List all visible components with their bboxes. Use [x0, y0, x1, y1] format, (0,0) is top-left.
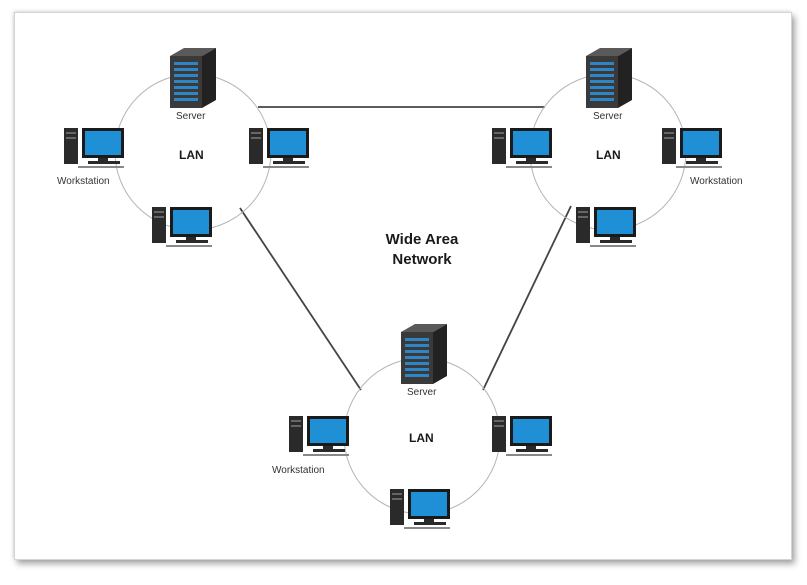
workstation-icon [492, 416, 552, 456]
lan-bottom: Server LAN Workstation [272, 324, 552, 529]
server-label: Server [176, 111, 206, 122]
lan-label: LAN [179, 148, 204, 162]
workstation-icon [390, 489, 450, 529]
workstation-label: Workstation [57, 176, 110, 187]
workstation-icon [249, 128, 309, 168]
server-label: Server [593, 111, 623, 122]
lan-top-left: Server LAN Workstation [57, 48, 309, 247]
server-icon [170, 48, 216, 108]
lan-top-right: Server LAN Workstation [492, 48, 743, 247]
workstation-icon [576, 207, 636, 247]
workstation-icon [492, 128, 552, 168]
workstation-label: Workstation [690, 176, 743, 187]
workstation-icon [64, 128, 124, 168]
diagram-frame [14, 12, 792, 560]
server-icon [401, 324, 447, 384]
workstation-icon [289, 416, 349, 456]
wan-link-right [482, 205, 572, 391]
lan-label: LAN [596, 148, 621, 162]
wan-link-left [239, 207, 362, 391]
workstation-icon [662, 128, 722, 168]
workstation-icon [152, 207, 212, 247]
wan-label-line2: Network [392, 251, 452, 268]
lan-label: LAN [409, 431, 434, 445]
server-icon [586, 48, 632, 108]
workstation-label: Workstation [272, 465, 325, 476]
server-label: Server [407, 387, 437, 398]
wan-label-line1: Wide Area [386, 231, 459, 248]
